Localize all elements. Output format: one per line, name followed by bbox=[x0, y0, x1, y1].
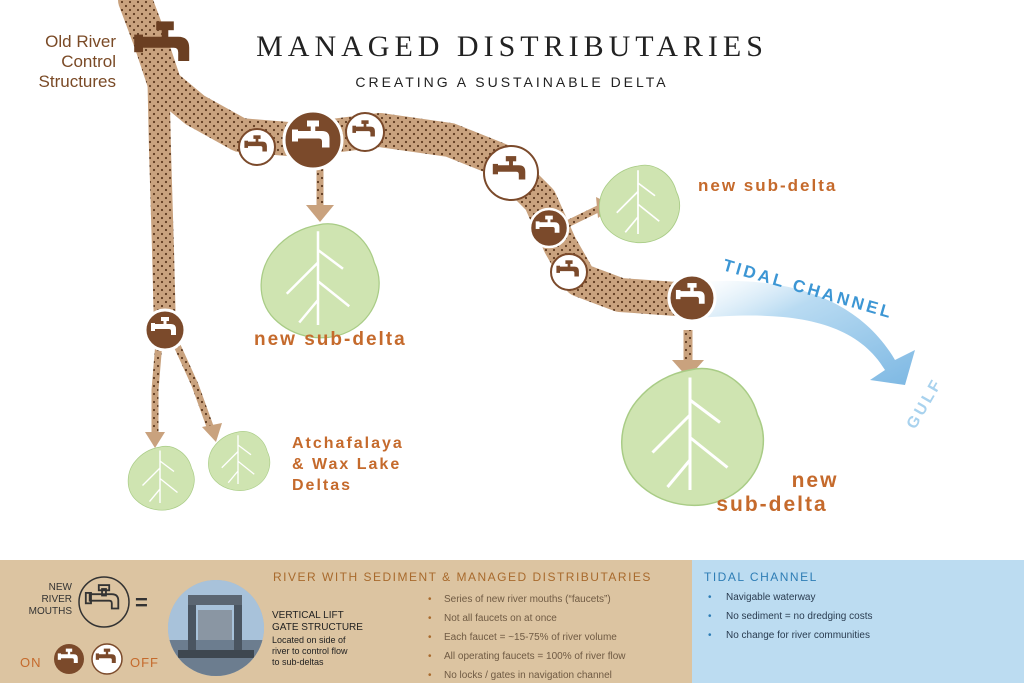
faucet-off-icon bbox=[483, 145, 539, 201]
faucet-on-icon bbox=[528, 207, 570, 249]
list-item: Navigable waterway bbox=[704, 588, 872, 607]
list-item: Not all faucets on at once bbox=[428, 609, 625, 628]
faucet-on-icon bbox=[282, 109, 344, 171]
faucet-off-icon bbox=[91, 643, 123, 675]
delta-atchafalaya bbox=[127, 445, 195, 511]
on-label: ON bbox=[20, 655, 42, 670]
tidal-legend-list: Navigable waterway No sediment = no dred… bbox=[704, 588, 872, 645]
gulf-label: GULF bbox=[904, 375, 946, 432]
page-title: MANAGED DISTRIBUTARIES bbox=[256, 30, 768, 63]
faucet-on-icon bbox=[667, 273, 717, 323]
arrowhead-middle bbox=[306, 205, 334, 222]
source-label-line: Control bbox=[61, 52, 116, 71]
nrm-line: NEW bbox=[48, 582, 72, 593]
faucet-on-icon bbox=[54, 644, 84, 674]
source-label: Old River Control Structures bbox=[8, 32, 116, 92]
new-river-mouths-label: NEW RIVER MOUTHS bbox=[14, 582, 72, 618]
gate-structure-title: VERTICAL LIFT GATE STRUCTURE bbox=[272, 610, 402, 634]
atchafalaya-label-line3: Deltas bbox=[292, 477, 352, 494]
equals-sign: = bbox=[135, 590, 148, 615]
river-west-branch bbox=[147, 49, 176, 341]
legend-panel: NEW RIVER MOUTHS = ON OFF bbox=[0, 560, 1024, 685]
faucet-off-icon bbox=[550, 253, 588, 291]
faucet-off-icon bbox=[238, 128, 276, 166]
delta-middle bbox=[259, 222, 381, 340]
list-item: Each faucet = ~15-75% of river volume bbox=[428, 628, 625, 647]
page-subtitle: CREATING A SUSTAINABLE DELTA bbox=[355, 74, 669, 90]
river-legend-list: Series of new river mouths (“faucets”) N… bbox=[428, 590, 625, 685]
arrowhead-west-left bbox=[145, 432, 165, 448]
list-item: No change for river communities bbox=[704, 626, 872, 645]
delta-wax-lake bbox=[207, 430, 271, 492]
gate-desc-line: river to control flow bbox=[272, 646, 348, 656]
nrm-line: RIVER bbox=[41, 594, 72, 605]
source-label-line: Structures bbox=[38, 72, 116, 91]
sub-delta-bottom-label-line2: sub-delta bbox=[716, 493, 827, 516]
arrow-top-delta bbox=[563, 204, 602, 229]
off-label: OFF bbox=[130, 655, 159, 670]
arrowhead-west-right bbox=[202, 423, 222, 442]
legend-river-panel: NEW RIVER MOUTHS = ON OFF bbox=[0, 560, 692, 685]
faucet-off-icon bbox=[345, 112, 385, 152]
gate-title-line: VERTICAL LIFT bbox=[272, 610, 344, 621]
delta-bottom bbox=[620, 367, 765, 507]
list-item: All operating faucets = 100% of river fl… bbox=[428, 647, 625, 666]
list-item: No locks / gates in navigation channel bbox=[428, 666, 625, 685]
tidal-channel-arrow bbox=[700, 280, 915, 385]
source-label-line: Old River bbox=[45, 32, 116, 51]
legend-tidal-panel: TIDAL CHANNEL Navigable waterway No sedi… bbox=[692, 560, 1024, 683]
gate-title-line: GATE STRUCTURE bbox=[272, 622, 363, 633]
atchafalaya-label-line2: & Wax Lake bbox=[292, 456, 401, 473]
sub-delta-top-label: new sub-delta bbox=[698, 176, 837, 195]
list-item: Series of new river mouths (“faucets”) bbox=[428, 590, 625, 609]
sub-delta-middle-label: new sub-delta bbox=[254, 329, 407, 350]
distributary-diagram: new sub-delta new sub-delta new sub-delt… bbox=[118, 0, 946, 516]
river-west-split-right bbox=[166, 328, 216, 434]
gate-desc-line: Located on side of bbox=[272, 635, 346, 645]
nrm-line: MOUTHS bbox=[28, 606, 72, 617]
gate-desc-line: to sub-deltas bbox=[272, 657, 324, 667]
tidal-legend-heading: TIDAL CHANNEL bbox=[704, 570, 818, 584]
sub-delta-bottom-label-line1: new bbox=[792, 469, 839, 492]
gate-structure-description: Located on side of river to control flow… bbox=[272, 635, 402, 668]
arrowhead-bottom bbox=[672, 360, 704, 378]
gate-structure-image bbox=[168, 580, 264, 676]
faucet-legend-icon bbox=[78, 576, 130, 628]
delta-top bbox=[598, 164, 681, 244]
faucet-on-icon bbox=[143, 308, 187, 352]
list-item: No sediment = no dredging costs bbox=[704, 607, 872, 626]
river-legend-heading: RIVER WITH SEDIMENT & MANAGED DISTRIBUTA… bbox=[273, 570, 652, 584]
atchafalaya-label-line1: Atchafalaya bbox=[292, 435, 404, 452]
gate-structure-illustration bbox=[168, 580, 264, 676]
